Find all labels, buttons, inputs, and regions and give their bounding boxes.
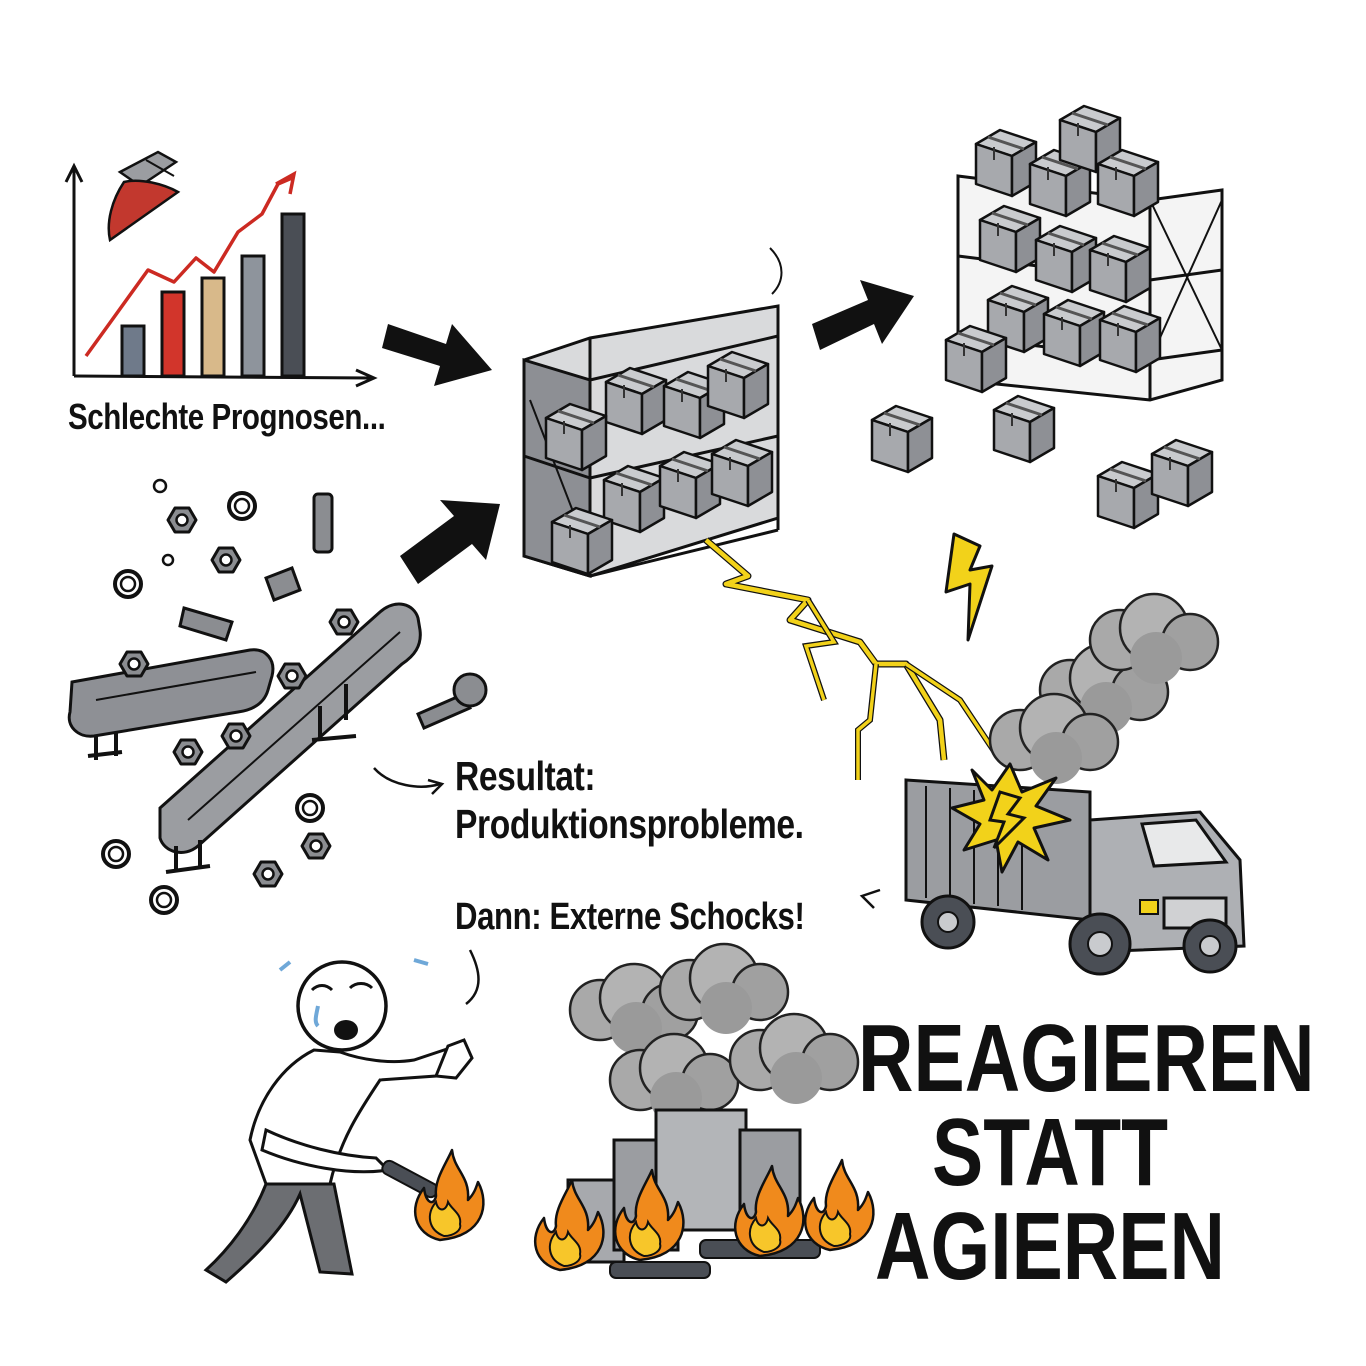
caption-forecast: Schlechte Prognosen... bbox=[68, 396, 386, 437]
lightning-icon bbox=[703, 532, 1003, 780]
truck-icon bbox=[904, 762, 1246, 976]
caption-result-line1: Resultat: bbox=[455, 753, 596, 799]
forecast-bar bbox=[160, 290, 186, 378]
conveyor-icon bbox=[67, 602, 422, 874]
headline-line1: REAGIEREN bbox=[858, 1005, 1315, 1112]
forecast-bar bbox=[120, 324, 146, 378]
headline: REAGIEREN STATT AGIEREN bbox=[858, 1005, 1315, 1300]
forecast-bar bbox=[200, 276, 226, 378]
forecast-bar bbox=[280, 212, 306, 378]
forecast-chart-icon bbox=[64, 162, 378, 388]
caption-result: Resultat: Produktionsprobleme. bbox=[455, 752, 804, 848]
fire-icon bbox=[533, 1108, 875, 1279]
torch-icon bbox=[413, 1148, 485, 1242]
broom-icon bbox=[107, 150, 181, 243]
forecast-bar bbox=[240, 254, 266, 378]
headline-line2: STATT bbox=[931, 1099, 1169, 1206]
shelf-icon bbox=[522, 304, 780, 579]
headline-line3: AGIEREN bbox=[875, 1193, 1225, 1300]
stickman-icon bbox=[203, 949, 480, 1284]
caption-result-line2: Produktionsprobleme. bbox=[455, 801, 804, 847]
forecast-bars bbox=[120, 212, 306, 378]
shelf-icon bbox=[870, 104, 1224, 530]
nut-icon bbox=[101, 478, 332, 915]
caption-shocks: Dann: Externe Schocks! bbox=[455, 896, 805, 938]
bolt-icon bbox=[178, 492, 488, 730]
arrow-icon bbox=[382, 280, 914, 584]
